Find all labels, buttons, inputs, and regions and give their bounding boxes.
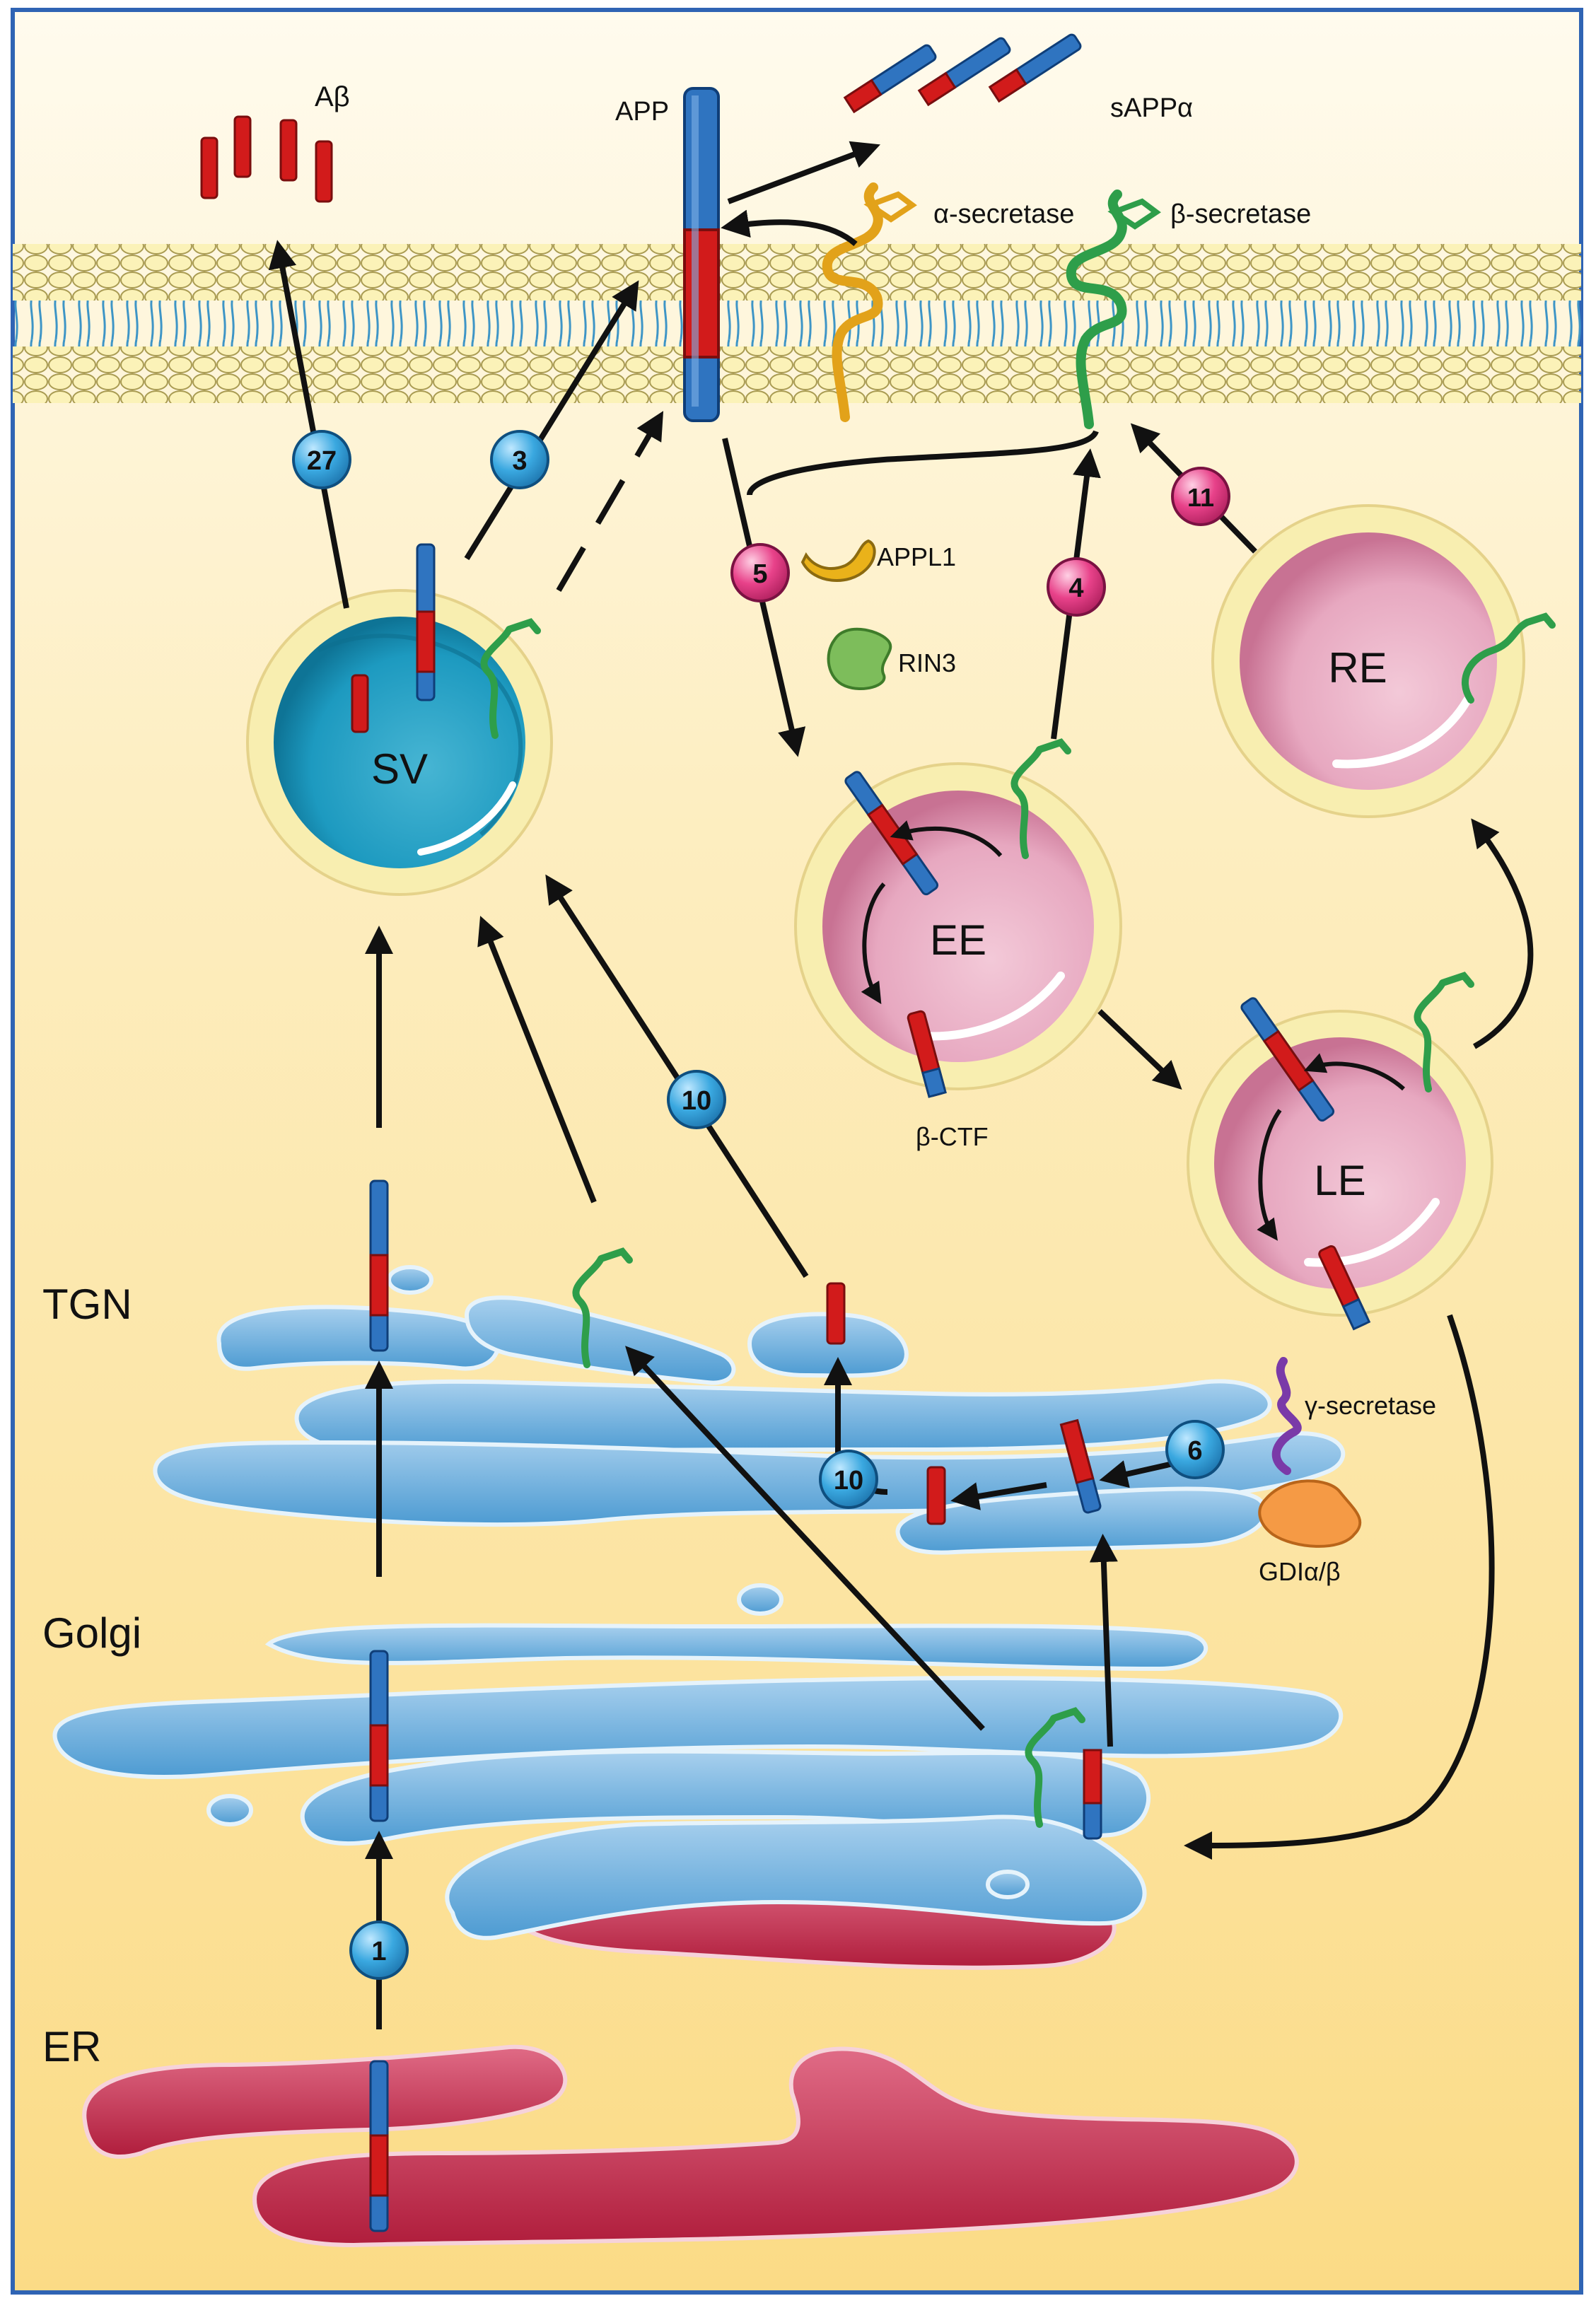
step-badge-10-lower: 10 [819, 1450, 878, 1509]
beta-secretase-membrane-icon [1066, 190, 1161, 429]
recycling-endosome-re: RE [1211, 504, 1525, 818]
arrow-le-to-re [1471, 818, 1534, 1049]
gdi-icon [1258, 1479, 1362, 1548]
arrow-bace-to-step5 [747, 430, 1099, 496]
tgn-label: TGN [42, 1281, 132, 1328]
synaptic-vesicle-sv: SV [246, 589, 553, 896]
step-badge-10-upper: 10 [667, 1070, 726, 1129]
plasma-membrane [13, 244, 1581, 403]
step-badge-3: 3 [490, 430, 549, 489]
appl1-icon [800, 539, 876, 582]
beta-secretase-le-icon [1414, 972, 1474, 1092]
sappalpha-fragments: sAPPα [843, 33, 1193, 123]
sappa-label: sAPPα [1110, 93, 1193, 123]
arrow-le-to-golgi [1184, 1314, 1495, 1860]
beta-secretase-tgn-icon [572, 1247, 633, 1368]
step-badge-27: 27 [292, 430, 351, 489]
svg-text:3: 3 [512, 446, 527, 476]
app-golgi-icon [369, 1650, 389, 1822]
arrow-tgn-to-sv-bace [477, 916, 597, 1203]
beta-secretase-re-icon [1461, 612, 1556, 704]
alpha-secretase-icon [822, 182, 917, 422]
step-badge-5: 5 [730, 543, 790, 602]
arrow-ee-to-le [1097, 1009, 1182, 1090]
arrow-ctf-transfer [950, 1482, 1047, 1510]
beta-secretase-sv-icon [480, 618, 541, 739]
step-badge-6: 6 [1165, 1420, 1225, 1479]
sv-label: SV [371, 745, 428, 793]
step-badges: 27 3 5 4 11 10 10 6 1 [292, 430, 1230, 1980]
er-cisternae [82, 1866, 1299, 2248]
beta-secretase-small-icons [480, 612, 1556, 1828]
app-membrane-icon [683, 87, 720, 422]
ctf-tgn-mid-icon [926, 1466, 946, 1525]
app-tgn-right-icon [1059, 1418, 1102, 1514]
arrow-golgi-to-tgn-bace [625, 1346, 985, 1731]
app-tgn-icon [369, 1179, 389, 1352]
beta-secretase-ee-icon [1010, 738, 1071, 859]
rin3-label: RIN3 [898, 648, 956, 677]
ctf-fragments [351, 674, 1371, 1525]
svg-text:11: 11 [1187, 483, 1214, 512]
gamma-secretase-icon [1271, 1357, 1302, 1475]
app-sv-icon [416, 543, 436, 701]
step-badge-1: 1 [349, 1921, 409, 1980]
gdi-label: GDIα/β [1259, 1557, 1341, 1586]
abeta-peptides: Aβ [200, 81, 350, 203]
alpha-secretase-label: α-secretase [933, 199, 1074, 229]
golgi-label: Golgi [42, 1609, 141, 1657]
app-golgi-right-icon [1083, 1749, 1102, 1840]
gamma-secretase-label: γ-secretase [1305, 1391, 1436, 1420]
svg-text:5: 5 [752, 559, 767, 589]
beta-secretase-label: β-secretase [1170, 199, 1311, 229]
svg-text:4: 4 [1068, 573, 1083, 603]
svg-text:10: 10 [682, 1086, 711, 1116]
arrow-ee-inner-top [890, 820, 1003, 858]
svg-text:1: 1 [371, 1937, 386, 1966]
appl1-label: APPL1 [877, 542, 956, 571]
svg-text:27: 27 [307, 446, 337, 476]
step-badge-11: 11 [1171, 467, 1230, 526]
app-le-icon [1240, 997, 1335, 1122]
early-endosome-ee: EE [794, 762, 1122, 1090]
abeta-label: Aβ [315, 81, 350, 112]
ctf-tgn-icon [826, 1282, 846, 1345]
ee-label: EE [930, 916, 986, 964]
arrow-alpha-secretase-to-app [721, 209, 858, 247]
er-label: ER [42, 2023, 101, 2070]
le-label: LE [1314, 1157, 1365, 1204]
abeta-sv-icon [351, 674, 369, 733]
arrow-ee-inner-bottom [861, 882, 886, 1005]
app-er-icon [369, 2060, 389, 2232]
arrow-le-inner-bottom [1257, 1109, 1282, 1241]
arrow-sv-to-membrane-3 [464, 280, 639, 561]
rin3-icon [827, 627, 892, 690]
arrow-sv-abeta [268, 240, 349, 609]
arrow-sv-to-membrane-dashed [556, 411, 664, 593]
beta-ctf-ee-icon [907, 1010, 947, 1098]
beta-ctf-label: β-CTF [916, 1122, 989, 1151]
ctf-le-icon [1318, 1245, 1371, 1331]
svg-text:10: 10 [834, 1466, 863, 1496]
svg-text:6: 6 [1187, 1436, 1202, 1466]
arrow-le-inner-top [1303, 1053, 1405, 1091]
tgn-cisternae [153, 1265, 1346, 1555]
arrow-golgi-to-tgn-app [1089, 1534, 1118, 1747]
app-label: APP [615, 97, 669, 127]
arrow-app-to-sappa [727, 141, 880, 204]
re-label: RE [1328, 644, 1387, 692]
step-badge-4: 4 [1047, 557, 1106, 617]
beta-secretase-golgi-icon [1025, 1707, 1085, 1828]
